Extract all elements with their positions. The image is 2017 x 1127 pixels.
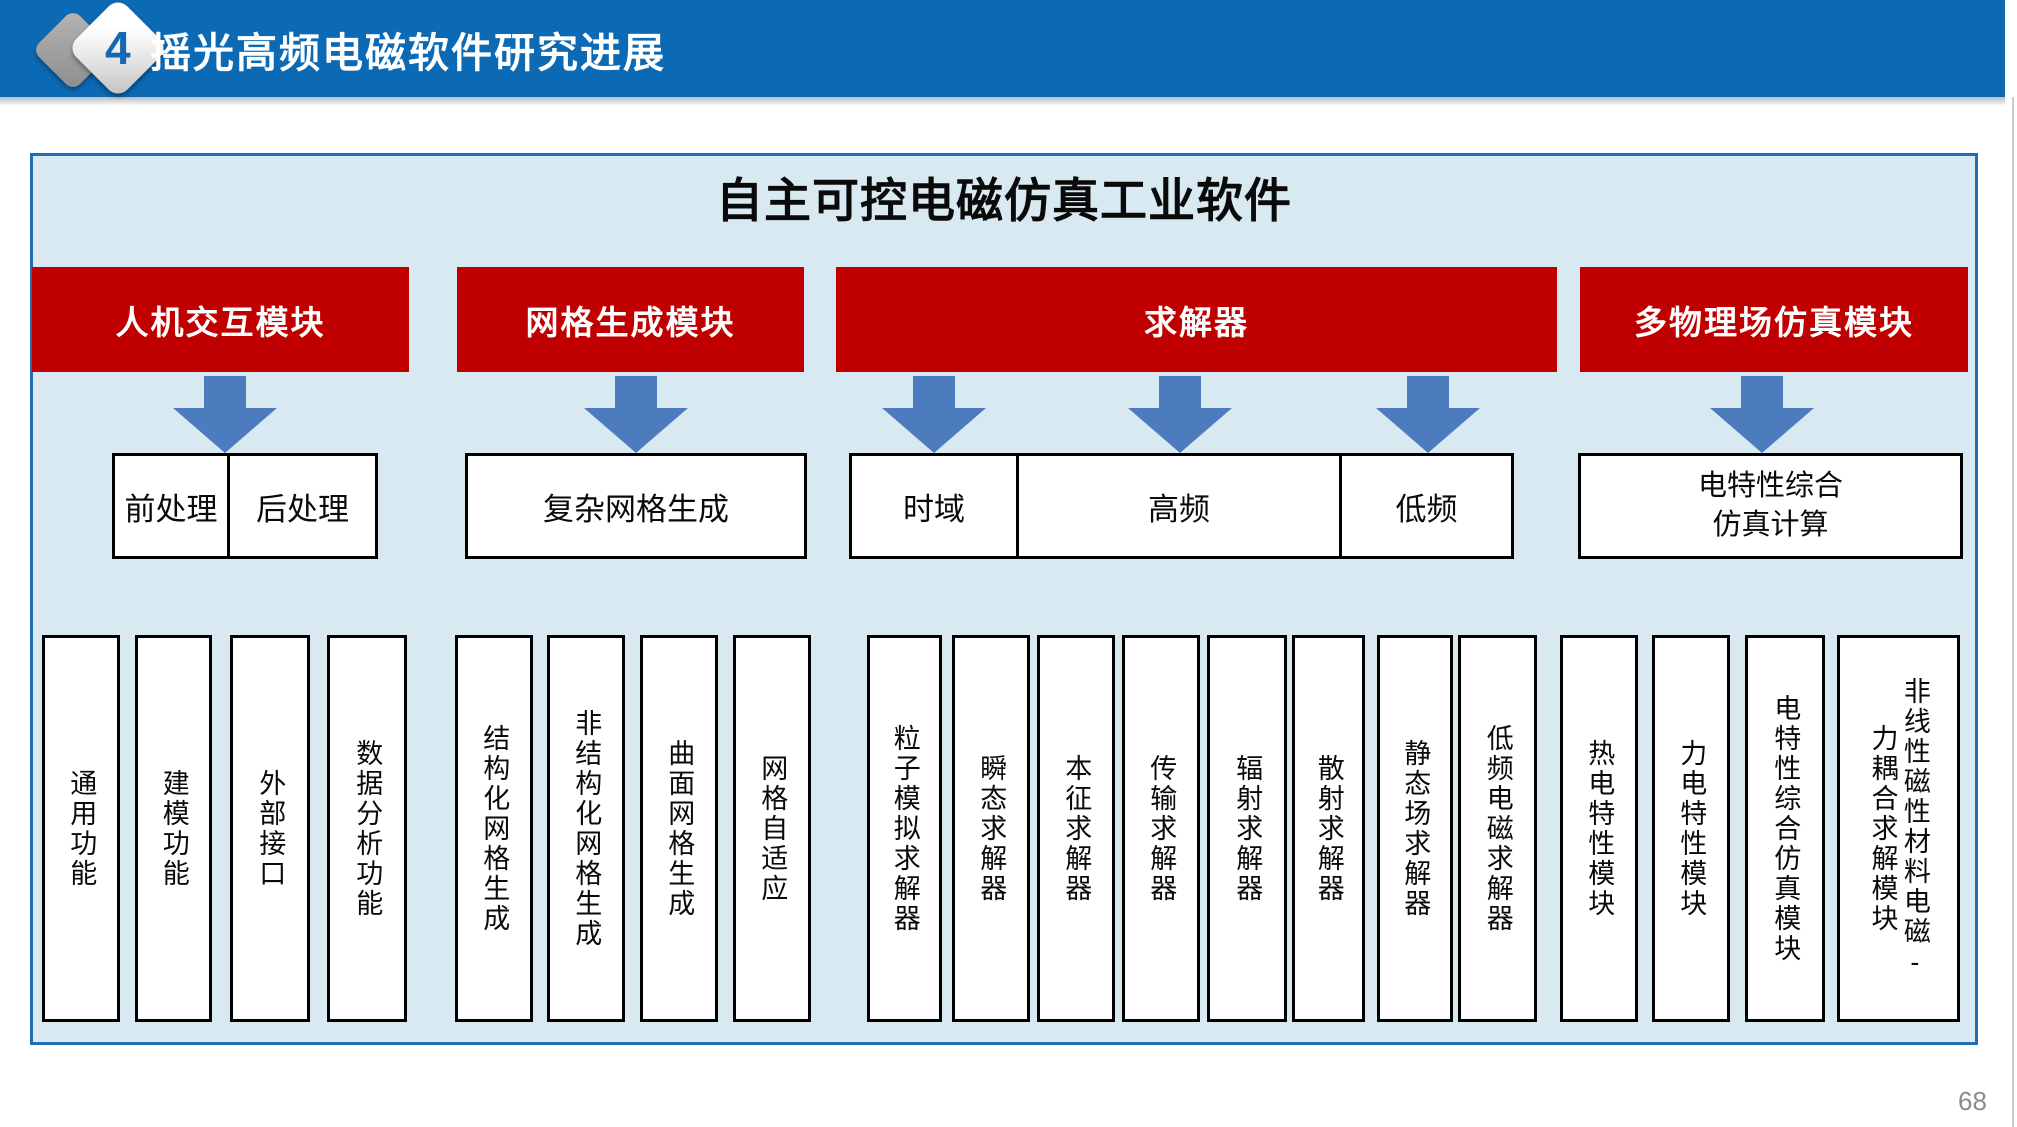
box-low-freq: 低频 <box>1339 453 1514 559</box>
module-solver: 求解器 <box>836 267 1557 372</box>
col-transmission-solver: 传输求解器 <box>1122 635 1200 1022</box>
col-data-analysis: 数据分析功能 <box>327 635 407 1022</box>
page-number: 68 <box>1958 1086 1987 1116</box>
box-elec-summary: 电特性综合 仿真计算 <box>1578 453 1963 559</box>
box-high-freq: 高频 <box>1016 453 1342 559</box>
down-arrow-icon <box>173 376 277 453</box>
col-general-function: 通用功能 <box>42 635 120 1022</box>
col-thermo-electric: 热电特性模块 <box>1560 635 1638 1022</box>
diagram-title: 自主可控电磁仿真工业软件 <box>716 174 1292 227</box>
box-pre-process: 前处理 <box>112 453 230 559</box>
col-particle-solver: 粒子模拟求解器 <box>867 635 942 1022</box>
down-arrow-icon <box>1128 376 1232 453</box>
col-structured-mesh: 结构化网格生成 <box>455 635 533 1022</box>
col-eigen-solver: 本征求解器 <box>1037 635 1115 1022</box>
col-static-field-solver: 静态场求解器 <box>1377 635 1453 1022</box>
module-mesh: 网格生成模块 <box>457 267 804 372</box>
down-arrow-icon <box>1710 376 1814 453</box>
col-modeling-function: 建模功能 <box>135 635 212 1022</box>
slide-title: 摇光高频电磁软件研究进展 <box>150 29 666 76</box>
down-arrow-icon <box>584 376 688 453</box>
col-low-freq-em-solver: 低频电磁求解器 <box>1458 635 1537 1022</box>
col-elec-comprehensive: 电特性综合仿真模块 <box>1745 635 1825 1022</box>
down-arrow-icon <box>882 376 986 453</box>
box-time-domain: 时域 <box>849 453 1019 559</box>
box-complex-mesh: 复杂网格生成 <box>465 453 807 559</box>
box-post-process: 后处理 <box>227 453 378 559</box>
col-scattering-solver: 散射求解器 <box>1292 635 1365 1022</box>
col-unstructured-mesh: 非结构化网格生成 <box>547 635 625 1022</box>
col-radiation-solver: 辐射求解器 <box>1207 635 1287 1022</box>
slide-right-edge <box>2012 97 2014 1127</box>
module-hmi: 人机交互模块 <box>32 267 409 372</box>
col-mesh-adaptive: 网格自适应 <box>733 635 811 1022</box>
header-shadow <box>0 97 2005 106</box>
down-arrow-icon <box>1376 376 1480 453</box>
header-bar <box>0 0 2005 97</box>
col-surface-mesh: 曲面网格生成 <box>640 635 718 1022</box>
col-transient-solver: 瞬态求解器 <box>952 635 1030 1022</box>
col-nonlinear-magnetic: 非线性磁性材料电磁- 力耦合求解模块 <box>1837 635 1960 1022</box>
col-mech-electric: 力电特性模块 <box>1652 635 1730 1022</box>
module-multiphysics: 多物理场仿真模块 <box>1580 267 1968 372</box>
col-external-interface: 外部接口 <box>230 635 310 1022</box>
section-number: 4 <box>105 22 131 74</box>
